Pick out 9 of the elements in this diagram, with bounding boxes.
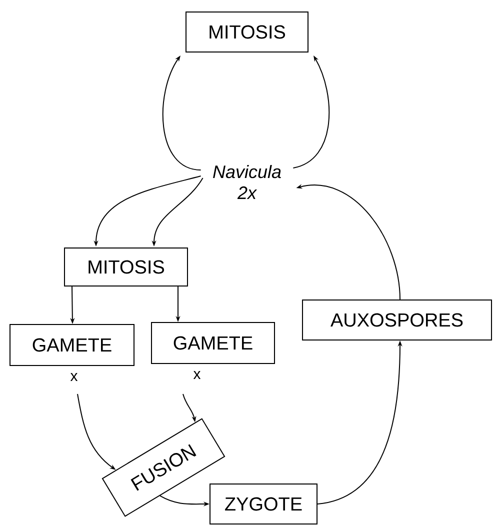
- process-box: AUXOSPORES: [302, 300, 492, 340]
- process-box: MITOSIS: [64, 248, 188, 286]
- organism-label: Navicula 2x: [213, 164, 281, 200]
- process-box: ZYGOTE: [210, 484, 318, 524]
- process-box: MITOSIS: [186, 12, 308, 52]
- process-box: GAMETE: [151, 322, 275, 364]
- process-box: GAMETE: [10, 324, 134, 366]
- cross-label: x: [70, 373, 78, 381]
- cross-label: x: [193, 371, 201, 379]
